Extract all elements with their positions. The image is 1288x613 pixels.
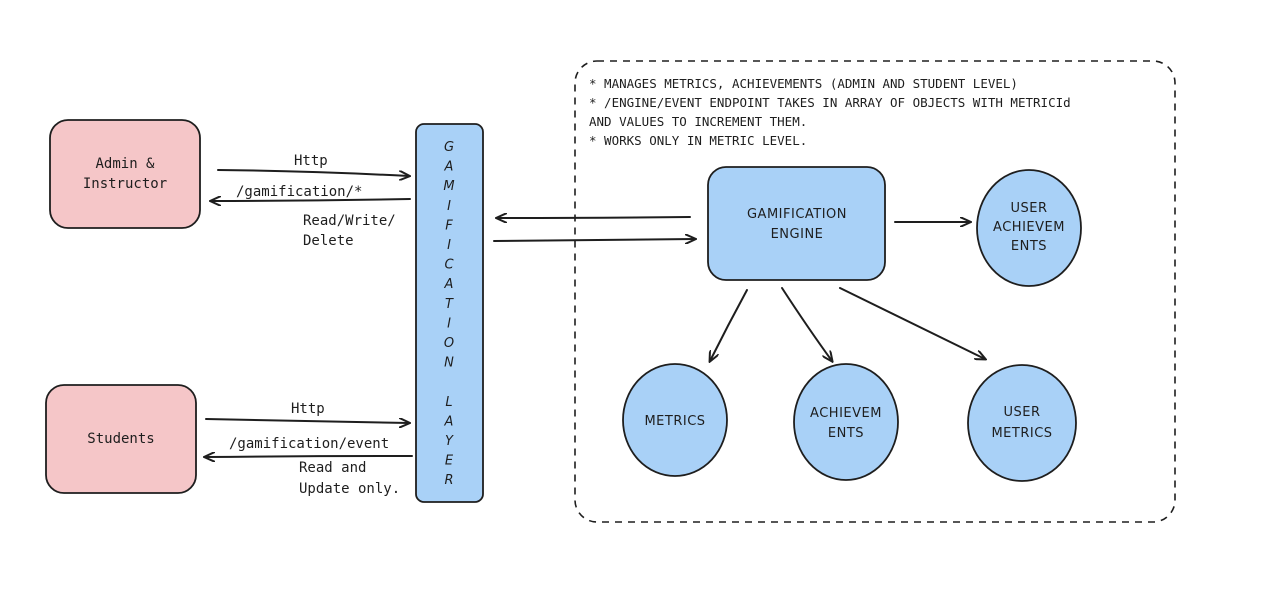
engine-to-user-metrics-arrow	[839, 287, 985, 359]
students-node: Students	[45, 384, 197, 494]
students-response-edge: /gamification/event Read and Update only…	[205, 436, 413, 497]
engine-label-line: GAMIFICATION	[747, 207, 847, 222]
user-achievements-node: USER ACHIEVEM ENTS	[976, 169, 1082, 287]
admin-instructor-node: Admin & Instructor	[49, 119, 201, 229]
students-request-label: Http	[291, 401, 325, 417]
layer-letter: E	[445, 454, 454, 469]
layer-letter: I	[447, 199, 451, 214]
layer-letter: O	[444, 336, 454, 351]
layer-letter: A	[444, 414, 454, 429]
metrics-label: METRICS	[644, 414, 705, 429]
layer-letter: C	[444, 258, 454, 273]
students-request-edge: Http	[205, 401, 409, 423]
layer-letter: F	[445, 218, 453, 233]
engine-scope-container	[574, 60, 1176, 523]
admin-response-label: /gamification/*	[236, 184, 362, 200]
layer-letter: M	[443, 179, 454, 194]
students-response-subline: Update only.	[299, 481, 400, 497]
engine-scope-notes: * MANAGES METRICS, ACHIEVEMENTS (ADMIN A…	[589, 76, 1071, 148]
layer-letter: L	[445, 395, 452, 410]
students-label: Students	[87, 431, 154, 447]
note-line: * MANAGES METRICS, ACHIEVEMENTS (ADMIN A…	[589, 76, 1018, 91]
note-line: AND VALUES TO INCREMENT THEM.	[589, 114, 807, 129]
note-line: * WORKS ONLY IN METRIC LEVEL.	[589, 133, 807, 148]
layer-letter: Y	[445, 434, 454, 449]
user-metrics-label-line: METRICS	[991, 426, 1052, 441]
students-response-subline: Read and	[299, 460, 366, 476]
gamification-engine-node: GAMIFICATION ENGINE	[707, 166, 886, 281]
layer-letter: T	[445, 297, 454, 312]
user-achievements-label-line: ACHIEVEM	[993, 220, 1065, 235]
admin-response-edge: /gamification/* Read/Write/ Delete	[211, 184, 411, 249]
layer-letter: R	[444, 473, 453, 488]
user-achievements-label-line: ENTS	[1011, 239, 1047, 254]
layer-to-engine-arrow	[493, 239, 695, 241]
note-line: * /ENGINE/EVENT ENDPOINT TAKES IN ARRAY …	[589, 95, 1071, 110]
achievements-label-line: ACHIEVEM	[810, 406, 882, 421]
engine-label-line: ENGINE	[771, 227, 824, 242]
admin-response-subline: Read/Write/	[303, 213, 396, 229]
admin-label-line: Admin &	[95, 156, 155, 172]
layer-letter: A	[444, 277, 454, 292]
engine-to-layer-arrow	[497, 217, 691, 218]
engine-to-achievements-arrow	[781, 287, 832, 361]
layer-letter: A	[444, 160, 454, 175]
layer-letter: I	[447, 316, 451, 331]
layer-letter: G	[444, 140, 454, 155]
achievements-label-line: ENTS	[828, 426, 864, 441]
admin-request-label: Http	[294, 153, 328, 169]
achievements-node: ACHIEVEM ENTS	[793, 363, 899, 481]
engine-to-metrics-arrow	[710, 289, 748, 361]
admin-response-subline: Delete	[303, 233, 354, 249]
layer-letter: N	[444, 356, 454, 371]
admin-label-line: Instructor	[83, 176, 167, 192]
admin-request-edge: Http	[217, 153, 409, 176]
students-response-label: /gamification/event	[229, 436, 389, 452]
layer-engine-edges	[493, 217, 695, 241]
user-achievements-label-line: USER	[1010, 201, 1047, 216]
user-metrics-label-line: USER	[1003, 405, 1040, 420]
layer-letter: I	[447, 238, 451, 253]
metrics-node: METRICS	[622, 363, 728, 477]
user-metrics-node: USER METRICS	[967, 364, 1077, 482]
